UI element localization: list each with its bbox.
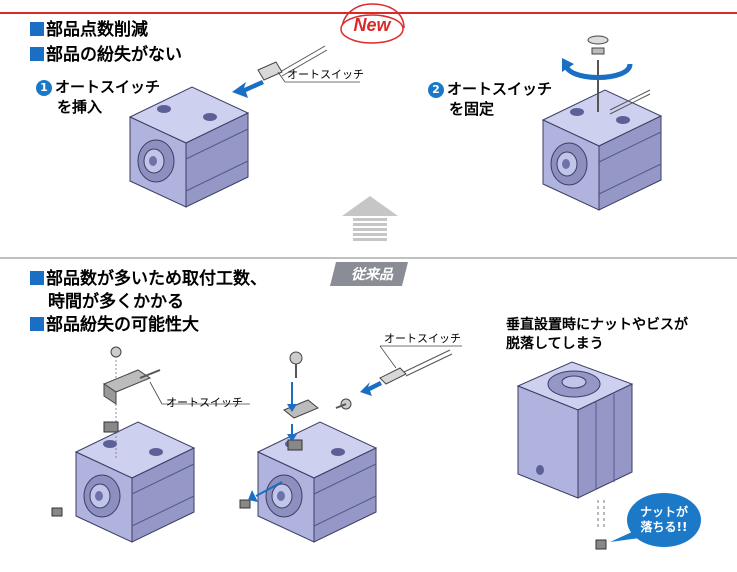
new-switch-2 bbox=[562, 35, 651, 115]
nut-icon bbox=[103, 421, 119, 433]
old-parts-1 bbox=[51, 346, 250, 517]
bullet-square-icon bbox=[30, 317, 44, 331]
vertical-cylinder bbox=[516, 361, 634, 550]
step-number: 2 bbox=[428, 82, 444, 98]
nut-bubble-shape bbox=[610, 493, 701, 547]
old-heading-2: 時間が多くかかる bbox=[48, 292, 184, 312]
old-parts-2 bbox=[239, 345, 462, 509]
new-cylinder-1 bbox=[129, 86, 249, 208]
old-badge-shape bbox=[330, 262, 408, 286]
rotate-arrow-icon bbox=[563, 63, 633, 80]
vertical-note-line-1: 垂直設置時にナットやビスが bbox=[506, 317, 688, 333]
new-badge-shape bbox=[340, 3, 405, 44]
new-switch-label: オートスイッチ bbox=[287, 68, 364, 81]
falling-nut-icon bbox=[595, 539, 607, 550]
old-heading-3: 部品紛失の可能性大 bbox=[30, 314, 199, 336]
step-number: 1 bbox=[36, 80, 52, 96]
improvement-arrow bbox=[342, 196, 398, 241]
step-1-line2: を挿入 bbox=[57, 98, 103, 116]
new-badge: New bbox=[353, 15, 391, 35]
vertical-note-line-2: 脱落してしまう bbox=[506, 336, 604, 352]
new-heading-2: 部品の紛失がない bbox=[30, 44, 182, 66]
bullet-square-icon bbox=[30, 271, 44, 285]
new-switch-1 bbox=[232, 45, 360, 98]
new-heading-1: 部品点数削減 bbox=[30, 19, 148, 41]
nut-bubble: ナットが 落ちる!! bbox=[639, 505, 688, 534]
old-heading-1: 部品数が多いため取付工数、 bbox=[30, 268, 267, 290]
old-switch-label-2: オートスイッチ bbox=[384, 332, 461, 345]
old-cylinder-2 bbox=[257, 421, 377, 543]
old-cylinder-1 bbox=[75, 421, 195, 543]
new-cylinder-2 bbox=[542, 89, 662, 211]
insert-arrow-icon bbox=[232, 80, 264, 98]
bullet-square-icon bbox=[30, 22, 44, 36]
old-switch-label-1: オートスイッチ bbox=[166, 396, 243, 409]
old-badge: 従来品 bbox=[351, 267, 393, 283]
bullet-square-icon bbox=[30, 47, 44, 61]
step-2-line2: を固定 bbox=[449, 100, 495, 118]
